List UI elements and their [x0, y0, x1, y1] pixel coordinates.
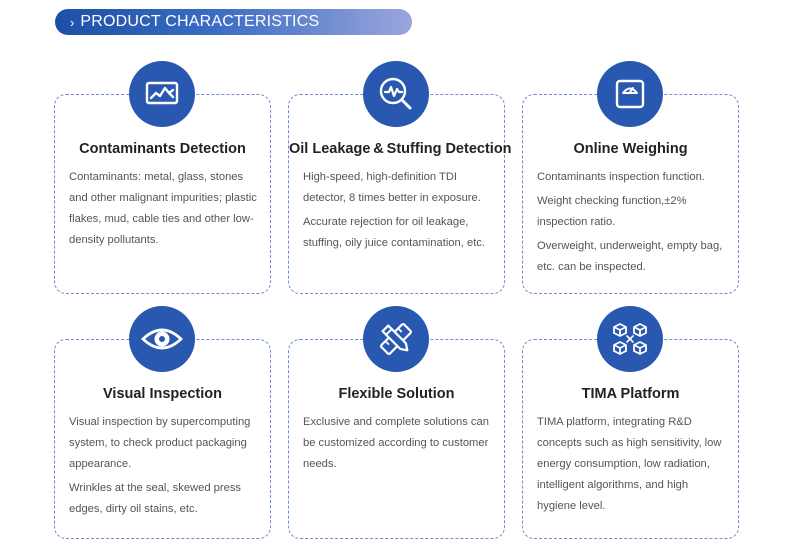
eye-icon [129, 306, 195, 372]
card-paragraph: Accurate rejection for oil leakage, stuf… [303, 216, 485, 249]
card-title: Oil Leakage & Stuffing Detection [289, 141, 512, 157]
feature-card-online-weighing: Online Weighing Contaminants inspection … [522, 94, 739, 294]
card-paragraph: High-speed, high-definition TDI detector… [303, 171, 481, 204]
network-cubes-icon [597, 306, 663, 372]
card-paragraph: Overweight, underweight, empty bag, etc.… [537, 240, 723, 273]
card-paragraph: TIMA platform, integrating R&D concepts … [537, 416, 722, 512]
card-paragraph: Weight checking function,±2% inspection … [537, 195, 687, 228]
card-title: Visual Inspection [103, 386, 222, 402]
feature-card-tima-platform: TIMA Platform TIMA platform, integrating… [522, 339, 739, 539]
card-paragraph: Wrinkles at the seal, skewed press edges… [69, 482, 242, 515]
card-title: Flexible Solution [338, 386, 455, 402]
card-body: Exclusive and complete solutions can be … [303, 412, 492, 478]
card-body: High-speed, high-definition TDI detector… [303, 167, 492, 257]
card-paragraph: Exclusive and complete solutions can be … [303, 416, 489, 470]
feature-card-flexible-solution: Flexible Solution Exclusive and complete… [288, 339, 505, 539]
card-body: Contaminants inspection function. Weight… [537, 167, 726, 281]
feature-card-contaminants: Contaminants Detection Contaminants: met… [54, 94, 271, 294]
card-paragraph: Contaminants: metal, glass, stones and o… [69, 171, 257, 246]
card-paragraph: Visual inspection by supercomputing syst… [69, 416, 251, 470]
section-banner: › PRODUCT CHARACTERISTICS [55, 9, 412, 35]
feature-card-visual-inspection: Visual Inspection Visual inspection by s… [54, 339, 271, 539]
magnifier-pulse-icon [363, 61, 429, 127]
card-title: TIMA Platform [581, 386, 680, 402]
card-title: Contaminants Detection [79, 141, 246, 157]
chevron-right-icon: › [70, 14, 75, 30]
feature-card-oil-leakage: Oil Leakage & Stuffing Detection High-sp… [288, 94, 512, 294]
card-body: Contaminants: metal, glass, stones and o… [69, 167, 258, 254]
card-paragraph: Contaminants inspection function. [537, 171, 705, 183]
section-title: PRODUCT CHARACTERISTICS [80, 13, 320, 30]
card-body: Visual inspection by supercomputing syst… [69, 412, 258, 523]
card-title: Online Weighing [573, 141, 688, 157]
waveform-monitor-icon [129, 61, 195, 127]
card-body: TIMA platform, integrating R&D concepts … [537, 412, 726, 520]
pencil-ruler-icon [363, 306, 429, 372]
weighing-scale-icon [597, 61, 663, 127]
